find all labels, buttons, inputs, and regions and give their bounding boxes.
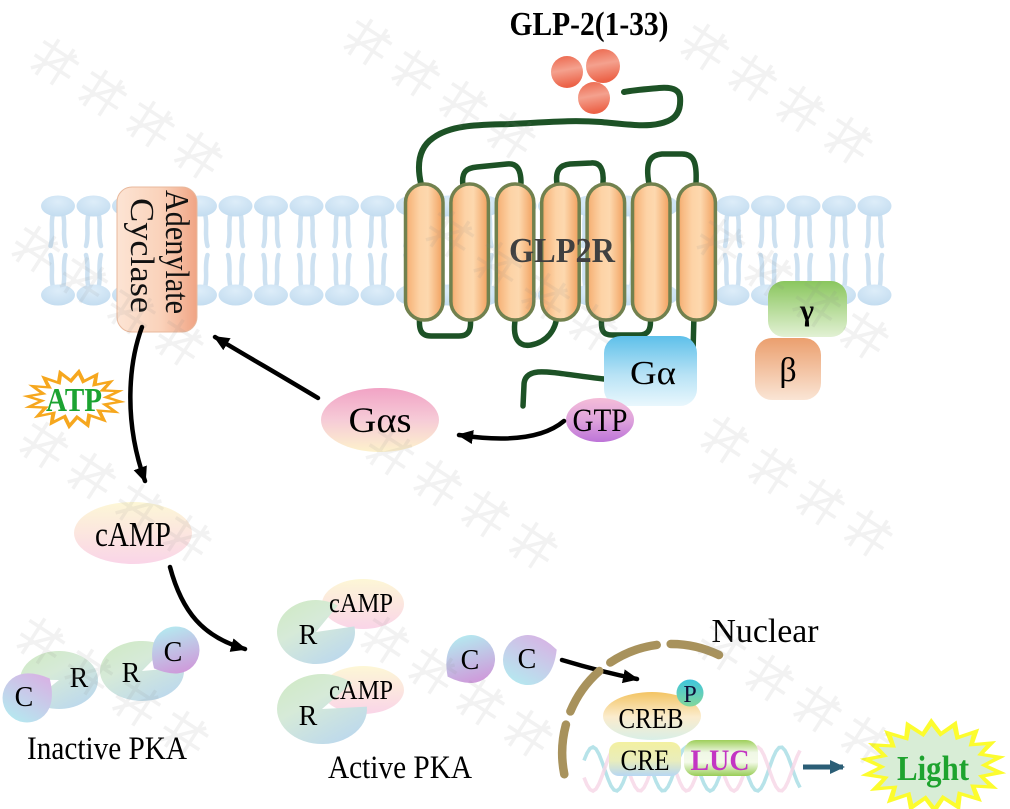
svg-text:cAMP: cAMP xyxy=(329,588,393,618)
svg-text:GLP2R: GLP2R xyxy=(509,231,616,270)
svg-text:Gα: Gα xyxy=(630,355,676,392)
svg-text:C: C xyxy=(164,637,183,668)
svg-text:ATP: ATP xyxy=(46,382,102,419)
svg-text:cAMP: cAMP xyxy=(329,675,393,705)
svg-text:CRE: CRE xyxy=(621,744,670,777)
svg-text:Adenylate: Adenylate xyxy=(158,190,195,314)
svg-text:R: R xyxy=(122,658,141,689)
svg-text:R: R xyxy=(70,663,89,694)
svg-text:Light: Light xyxy=(897,749,969,788)
svg-text:C: C xyxy=(15,682,34,713)
svg-text:CREB: CREB xyxy=(619,703,684,735)
svg-text:GLP-2(1-33): GLP-2(1-33) xyxy=(510,6,669,43)
svg-text:β: β xyxy=(779,352,796,389)
svg-text:Active PKA: Active PKA xyxy=(328,750,472,786)
svg-text:Cyclase: Cyclase xyxy=(123,198,160,313)
svg-text:P: P xyxy=(683,682,696,708)
svg-text:LUC: LUC xyxy=(691,744,750,777)
svg-text:R: R xyxy=(299,620,318,651)
svg-text:GTP: GTP xyxy=(573,403,628,439)
svg-text:Inactive PKA: Inactive PKA xyxy=(27,731,187,767)
svg-text:R: R xyxy=(299,701,318,732)
svg-text:cAMP: cAMP xyxy=(95,515,171,554)
svg-text:C: C xyxy=(518,644,537,675)
svg-text:C: C xyxy=(461,645,480,676)
